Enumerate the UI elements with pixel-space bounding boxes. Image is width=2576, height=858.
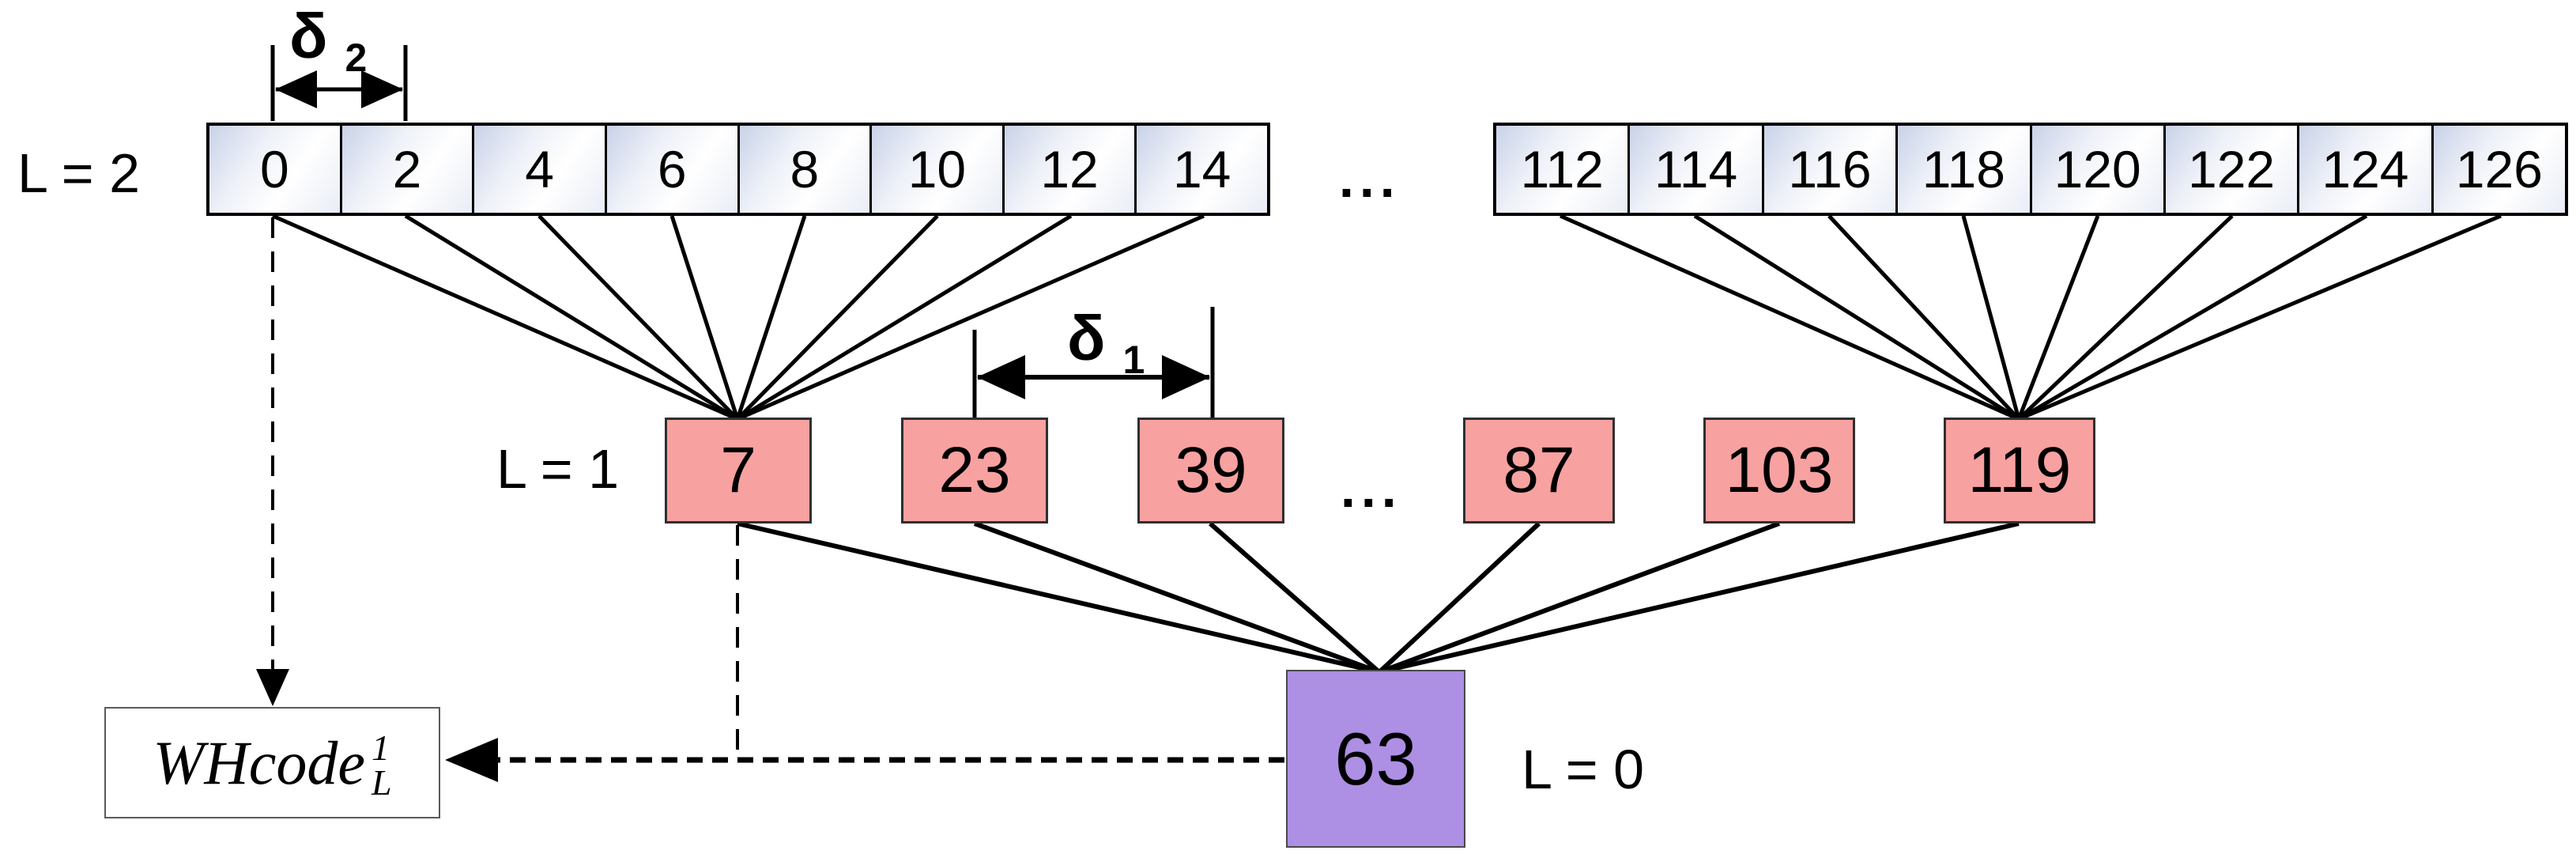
l2-cell: 4 [472, 126, 605, 213]
l1-box: 7 [665, 418, 812, 523]
fan-l2-right-to-box119 [1559, 214, 2502, 421]
l2-cell: 6 [604, 126, 737, 213]
l1-box: 87 [1463, 418, 1615, 523]
l2-cell: 116 [1761, 126, 1896, 213]
level0-label: L = 0 [1522, 739, 1645, 800]
delta-subscript: 1 [1122, 338, 1145, 382]
delta2-label: δ 2 [289, 1, 368, 80]
whcode-base: WHcode [153, 728, 365, 797]
l2-cell: 126 [2431, 126, 2565, 213]
l2-cell: 122 [2163, 126, 2298, 213]
delta1-marker [972, 307, 1215, 419]
l2-cell: 124 [2297, 126, 2431, 213]
whcode-scripts: 1 L [371, 727, 392, 803]
whcode-superscript: 1 [371, 727, 390, 768]
l2-cell: 112 [1496, 126, 1628, 213]
l0-box: 63 [1286, 670, 1465, 848]
arrowhead-left-icon [977, 355, 1025, 399]
delta2-marker [270, 45, 408, 121]
l1-box: 39 [1137, 418, 1284, 523]
arrow-left-icon [445, 738, 498, 782]
l1-box: 23 [901, 418, 1048, 523]
fan-l1-to-box63 [737, 521, 2020, 675]
fan-l2-left-to-box7 [271, 214, 1205, 421]
l2-cell: 118 [1895, 126, 2030, 213]
arrowhead-right-icon [1162, 355, 1210, 399]
whcode-box: WHcode 1 L [104, 707, 440, 818]
l1-box: 119 [1944, 418, 2095, 523]
dashed-arrow-cell0-to-whcode [256, 217, 289, 706]
l1-box: 103 [1703, 418, 1855, 523]
l2-cell: 12 [1001, 126, 1135, 213]
l2-cell: 120 [2029, 126, 2163, 213]
arrowhead-right-icon [361, 70, 403, 108]
l2-cell: 10 [869, 126, 1002, 213]
whcode-subscript: L [371, 762, 392, 803]
arrow-down-icon [256, 669, 289, 706]
l2-cell: 2 [339, 126, 473, 213]
delta1-label: δ 1 [1067, 307, 1145, 380]
l2-ellipsis: ... [1339, 149, 1401, 209]
l2-cell: 0 [209, 126, 340, 213]
level1-label: L = 1 [496, 438, 620, 500]
delta-symbol: δ [1067, 303, 1106, 373]
l2-cell: 114 [1627, 126, 1762, 213]
delta-symbol: δ [289, 1, 328, 71]
level2-label: L = 2 [17, 142, 141, 204]
delta-subscript: 2 [345, 36, 368, 80]
l2-cell: 14 [1134, 126, 1267, 213]
dashed-arrow-box63-to-whcode [445, 738, 1284, 782]
l1-ellipsis: ... [1341, 459, 1402, 519]
l2-cell: 8 [737, 126, 870, 213]
arrowhead-left-icon [275, 70, 317, 108]
